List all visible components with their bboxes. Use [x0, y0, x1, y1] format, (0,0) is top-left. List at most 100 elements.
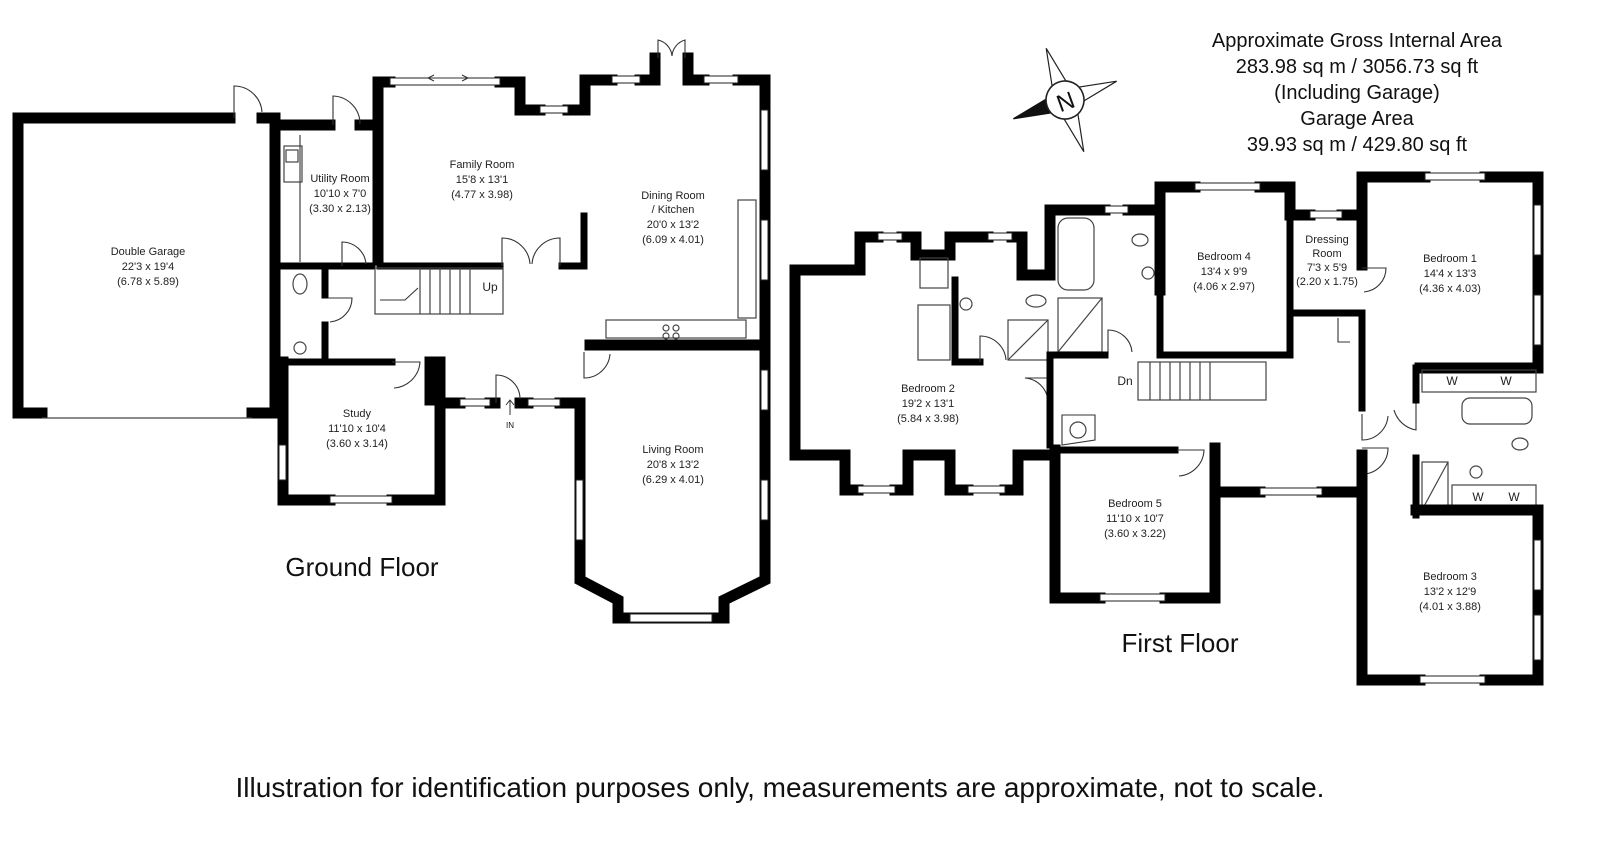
- living-side-window: [575, 479, 584, 541]
- dining-name-2: / Kitchen: [652, 204, 695, 216]
- dining-metric: (6.09 x 4.01): [642, 234, 704, 246]
- hall-window-2: [527, 398, 561, 407]
- living-side-window-3: [760, 479, 769, 521]
- hall-window: [459, 398, 491, 407]
- area-including-garage: (Including Garage): [1274, 82, 1440, 104]
- hob-ring: [662, 324, 670, 332]
- bathroom-basin-icon: [1141, 266, 1155, 280]
- bedroom3-wardrobe: [1451, 484, 1537, 508]
- bedroom3-wall: [1356, 486, 1544, 686]
- bath-tub-icon: [1057, 217, 1095, 291]
- kitchen-side-counter: [737, 199, 757, 319]
- ensuite2-shower-diagonal: [1007, 319, 1049, 361]
- utility-name: Utility Room: [310, 173, 369, 185]
- wc-door: [328, 297, 353, 323]
- ground-floor-plan: [12, 39, 771, 624]
- bed2-name: Bedroom 2: [901, 383, 955, 395]
- hob-ring-3: [662, 332, 670, 340]
- bed4-name: Bedroom 4: [1197, 251, 1251, 263]
- bedroom3-door: [1362, 447, 1389, 475]
- bedroom2-window-3: [857, 485, 896, 494]
- study-name: Study: [343, 408, 372, 420]
- landing-window: [1259, 487, 1323, 496]
- ensuite1-bath-icon: [1461, 397, 1533, 425]
- living-name: Living Room: [642, 444, 703, 456]
- bathroom-door: [1107, 329, 1133, 355]
- living-metric: (6.29 x 4.01): [642, 474, 704, 486]
- bedroom2-lower-wall: [839, 449, 1056, 496]
- area-total: 283.98 sq m / 3056.73 sq ft: [1236, 56, 1479, 78]
- under-stairs-cupboard-door: [380, 287, 419, 301]
- family-name: Family Room: [450, 159, 515, 171]
- ground-floor-label: Ground Floor: [285, 552, 439, 582]
- bed2-imperial: 19'2 x 13'1: [902, 398, 955, 410]
- wc-basin-icon: [293, 341, 307, 355]
- area-title: Approximate Gross Internal Area: [1212, 30, 1503, 52]
- family-imperial: 15'8 x 13'1: [456, 174, 509, 186]
- ensuite1-basin-icon: [1469, 465, 1483, 479]
- family-room-double-door: [501, 237, 561, 266]
- garage-side-door: [233, 85, 263, 118]
- bed1-imperial: 14'4 x 13'3: [1424, 268, 1477, 280]
- disclaimer: Illustration for identification purposes…: [236, 772, 1325, 803]
- wardrobe-label: W: [1508, 490, 1520, 504]
- ensuite2-toilet-icon: [1025, 294, 1047, 308]
- dressing-imperial: 7'3 x 5'9: [1307, 262, 1347, 274]
- dining-french-doors: [657, 39, 686, 58]
- bedroom5-door: [1177, 449, 1205, 477]
- bedroom1-window: [1424, 172, 1486, 181]
- bed3-metric: (4.01 x 3.88): [1419, 601, 1481, 613]
- bedroom2-window-2: [987, 232, 1013, 241]
- bedroom4-wall: [1154, 181, 1296, 221]
- wardrobe-label: W: [1472, 490, 1484, 504]
- bathroom-shower-diagonal: [1057, 297, 1103, 353]
- bedroom2-wardrobe: [917, 304, 951, 361]
- dining-side-window: [760, 109, 769, 171]
- bathroom-window: [1104, 205, 1129, 214]
- bed4-imperial: 13'4 x 9'9: [1201, 266, 1247, 278]
- bedroom1-side-window-2: [1533, 294, 1542, 346]
- utility-sink-bowl: [285, 149, 299, 163]
- landing-lower-wall: [1209, 449, 1368, 498]
- airing-cupboard: [1061, 414, 1096, 446]
- stairs-ground: [374, 267, 504, 315]
- bed3-name: Bedroom 3: [1423, 571, 1477, 583]
- entrance-label: IN: [506, 421, 514, 430]
- family-metric: (4.77 x 3.98): [451, 189, 513, 201]
- family-room-window: [539, 105, 569, 114]
- kitchen-counter: [605, 319, 747, 339]
- first-floor-plan: [789, 171, 1544, 686]
- bathroom-toilet-icon: [1131, 233, 1149, 247]
- wardrobe-label: W: [1446, 374, 1458, 388]
- bedroom1-wall: [1356, 171, 1544, 374]
- hob-ring-2: [672, 324, 680, 332]
- study-window: [329, 495, 393, 504]
- bedroom1-door: [1361, 414, 1389, 441]
- garage-wall: [12, 112, 281, 419]
- utility-metric: (3.30 x 2.13): [309, 203, 371, 215]
- dressing-door: [1362, 267, 1387, 293]
- dressing-metric: (2.20 x 1.75): [1296, 276, 1358, 288]
- utility-inner-door: [341, 241, 367, 266]
- first-floor-label: First Floor: [1122, 628, 1239, 658]
- stairs-first: [1137, 361, 1267, 401]
- bedroom5-wall: [1049, 442, 1221, 604]
- dining-window-1: [611, 75, 641, 84]
- wardrobe-label: W: [1500, 374, 1512, 388]
- dining-wall: [584, 52, 771, 351]
- bedroom2-wall: [789, 231, 1056, 461]
- bed2-metric: (5.84 x 3.98): [897, 413, 959, 425]
- garage-area-title: Garage Area: [1300, 108, 1414, 130]
- bedroom3-side-window-2: [1533, 614, 1542, 661]
- utility-imperial: 10'10 x 7'0: [314, 188, 367, 200]
- stairs-down-label: Dn: [1117, 374, 1132, 388]
- bed5-metric: (3.60 x 3.22): [1104, 528, 1166, 540]
- dining-side-window-2: [760, 219, 769, 281]
- family-room-wall: [372, 74, 661, 131]
- dressing-name: Dressing: [1305, 234, 1348, 246]
- garage-imperial: 22'3 x 19'4: [122, 261, 175, 273]
- dining-name: Dining Room: [641, 190, 705, 202]
- bedroom2-cupboard: [919, 257, 949, 289]
- bedroom1-side-window: [1533, 204, 1542, 256]
